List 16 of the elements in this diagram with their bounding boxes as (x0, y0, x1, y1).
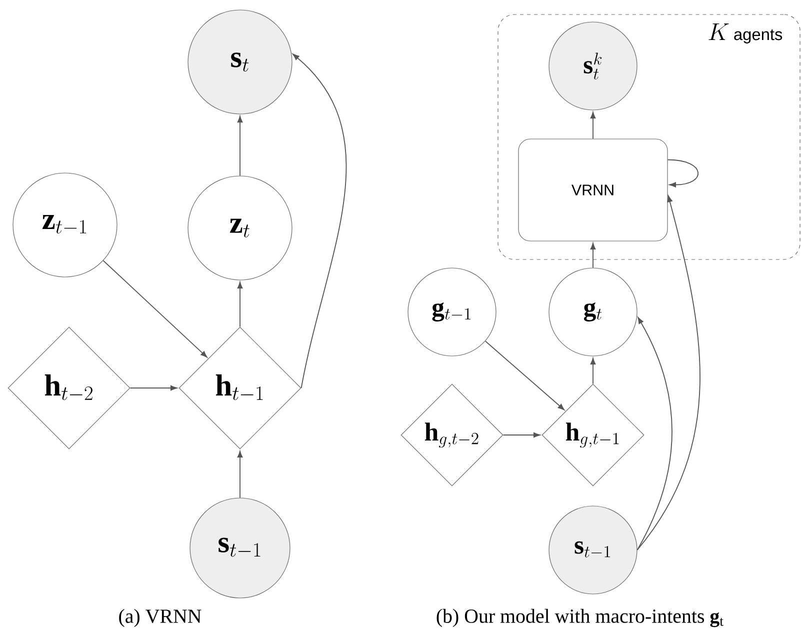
arrow (590, 242, 596, 268)
arrow (590, 112, 596, 140)
arrow (502, 432, 540, 438)
arrow (636, 195, 700, 550)
model-box: VRNN (518, 138, 668, 242)
arrow (667, 159, 698, 188)
arrow (484, 340, 565, 410)
arrow (292, 54, 346, 388)
arrow (237, 450, 243, 498)
arrow (590, 358, 596, 384)
caption: (a) VRNN (119, 608, 202, 628)
arrow (237, 282, 243, 328)
arrow (636, 317, 672, 550)
arrow (130, 385, 178, 391)
arrow (102, 260, 208, 358)
arrow (237, 116, 243, 176)
